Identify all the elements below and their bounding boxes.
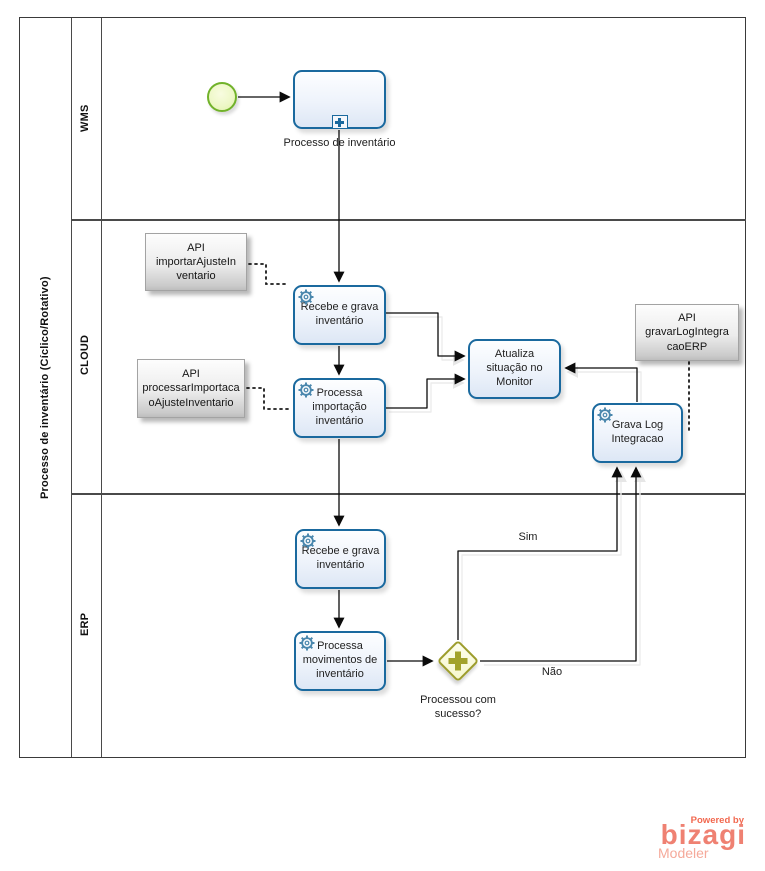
annotation-line: oAjusteInventario <box>148 396 234 409</box>
subprocess-plus-icon <box>331 115 348 130</box>
task-recebe-grava-erp[interactable]: Recebe e grava inventário <box>295 529 386 589</box>
subprocess-processo-inventario[interactable] <box>293 70 386 130</box>
annotation-line: API <box>182 368 200 381</box>
subprocess-label: Processo de inventário <box>283 137 396 149</box>
task-processa-importacao[interactable]: Processa importação inventário <box>293 378 386 438</box>
annotation-api-processar[interactable]: API processarImportaca oAjusteInventario <box>137 359 245 418</box>
edge-label-nao: Não <box>541 666 563 678</box>
powered-by-text: Powered by <box>690 815 744 826</box>
lane-title-erp: ERP <box>79 612 91 636</box>
annotation-line: caoERP <box>666 340 708 353</box>
task-label: Processa movimentos de inventário <box>302 640 378 680</box>
annotation-api-importar[interactable]: API importarAjusteIn ventario <box>145 233 247 291</box>
edge-label-sim: Sim <box>518 531 538 543</box>
task-atualiza-monitor[interactable]: Atualiza situação no Monitor <box>468 339 561 399</box>
service-gear-icon <box>300 533 316 549</box>
lane-divider-cloud-erp <box>70 493 746 495</box>
task-label: Processa importação inventário <box>312 387 367 427</box>
service-gear-icon <box>298 382 314 398</box>
task-label: Recebe e grava inventário <box>301 545 380 571</box>
lane-divider-wms-cloud <box>70 219 746 221</box>
annotation-line: importarAjusteIn <box>155 255 237 268</box>
task-recebe-grava-cloud[interactable]: Recebe e grava inventário <box>293 285 386 345</box>
annotation-line: ventario <box>176 270 216 283</box>
bizagi-branding: Powered by bizagi Modeler <box>648 812 748 864</box>
bizagi-logo: bizagi <box>660 819 746 850</box>
pool-label-divider <box>70 18 72 757</box>
service-gear-icon <box>299 635 315 651</box>
annotation-line: processarImportaca <box>142 382 240 395</box>
annotation-line: API <box>187 241 205 254</box>
annotation-line: gravarLogIntegra <box>645 326 729 339</box>
annotation-api-gravar[interactable]: API gravarLogIntegra caoERP <box>635 304 739 361</box>
gateway-plus-icon <box>445 648 471 674</box>
task-label: Atualiza situação no Monitor <box>486 348 543 388</box>
service-gear-icon <box>597 407 613 423</box>
modeler-text: Modeler <box>658 845 709 861</box>
task-processa-movimentos[interactable]: Processa movimentos de inventário <box>294 631 386 691</box>
lane-title-wms: WMS <box>79 104 91 132</box>
pool-title: Processo de inventário (Cíclico/Rotativo… <box>39 276 51 499</box>
lane-title-cloud: CLOUD <box>79 334 91 376</box>
task-grava-log[interactable]: Grava Log Integracao <box>592 403 683 463</box>
start-event[interactable] <box>207 82 237 112</box>
gateway-label: Processou com sucesso? <box>420 694 496 720</box>
task-label: Recebe e grava inventário <box>300 301 379 327</box>
task-label: Grava Log Integracao <box>611 419 664 445</box>
lane-label-divider <box>100 18 102 757</box>
service-gear-icon <box>298 289 314 305</box>
annotation-line: API <box>678 312 696 325</box>
